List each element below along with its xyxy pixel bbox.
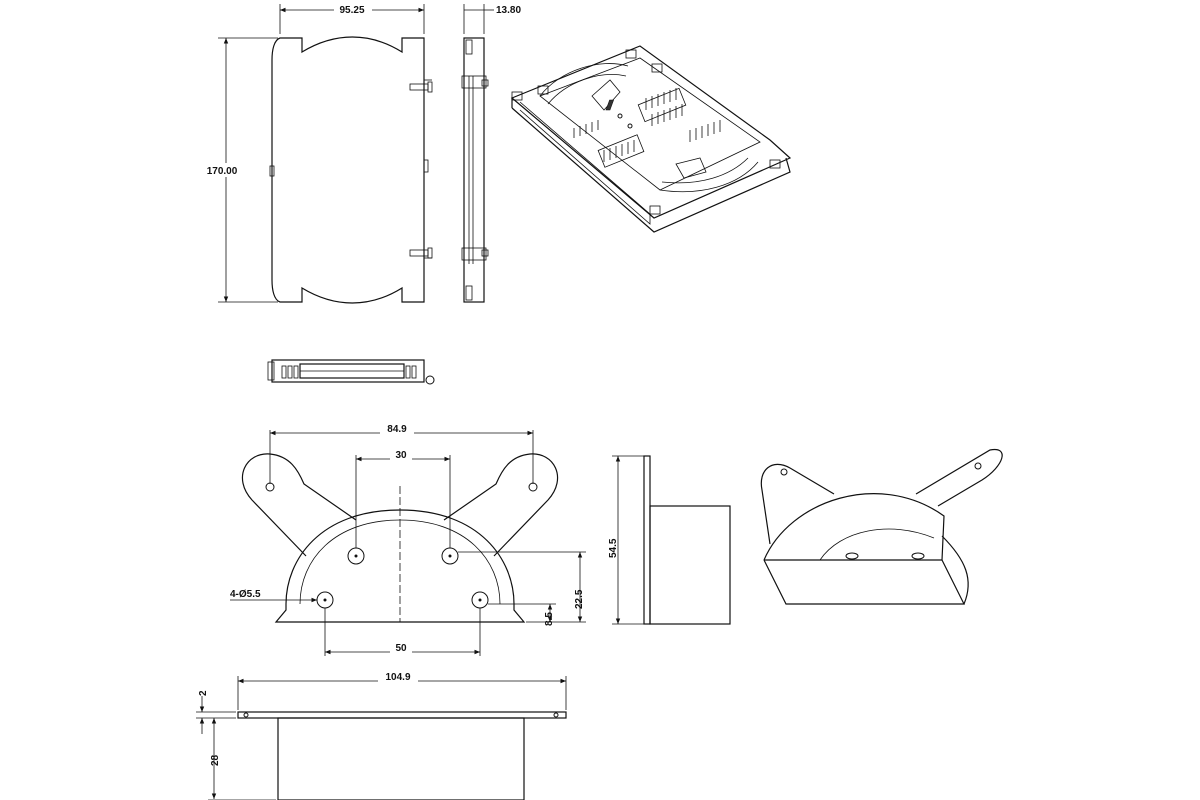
hole-callout: 4-Ø5.5 [230,589,317,603]
bracket-lower-span-dimension: 50 [324,608,481,656]
bracket-plate-thickness-dimension: 2 [196,690,236,734]
bracket-hole-span-label: 84.9 [387,424,407,435]
mount-hole-right-ear [528,482,538,492]
tray-thickness-label: 13.80 [496,5,521,16]
mount-hole-left-ear [265,482,275,492]
tray-width-label: 95.25 [339,5,364,16]
tray-height-dimension: 170.00 [202,37,278,303]
tray-front-view [269,36,433,304]
bracket-height-dimension: 22.5 [458,551,586,623]
bracket-bottom-view [237,711,567,800]
bracket-hole-span-dimension: 84.9 [269,422,534,484]
bracket-total-width-label: 104.9 [385,672,410,683]
bracket-front-view [241,453,559,623]
bracket-offset-dimension: 8.5 [488,603,556,626]
bracket-side-view [643,455,731,625]
tray-height-label: 170.00 [207,166,238,177]
bracket-isometric-view [760,448,1003,605]
bracket-offset-label: 8.5 [544,612,555,626]
tray-width-dimension: 95.25 [279,3,425,34]
bracket-height-label: 22.5 [574,589,585,609]
splice-holder-lower [573,120,721,168]
bracket-lower-span-label: 50 [395,643,407,654]
bracket-depth-label: 28 [210,754,221,766]
bracket-total-width-dimension: 104.9 [237,670,567,710]
tray-isometric-view [510,45,792,233]
tray-top-view [267,359,435,385]
tray-side-view [461,37,489,303]
bracket-side-height-label: 54.5 [608,538,619,558]
hole-callout-label: 4-Ø5.5 [230,589,261,600]
bracket-side-height-dimension: 54.5 [608,455,644,625]
bracket-inner-span-label: 30 [395,450,407,461]
bracket-plate-thickness-label: 2 [198,690,209,696]
splice-holder-upper [605,87,687,126]
bracket-depth-dimension: 28 [208,718,276,800]
bracket-inner-span-dimension: 30 [355,448,451,548]
tray-thickness-dimension: 13.80 [463,4,521,34]
